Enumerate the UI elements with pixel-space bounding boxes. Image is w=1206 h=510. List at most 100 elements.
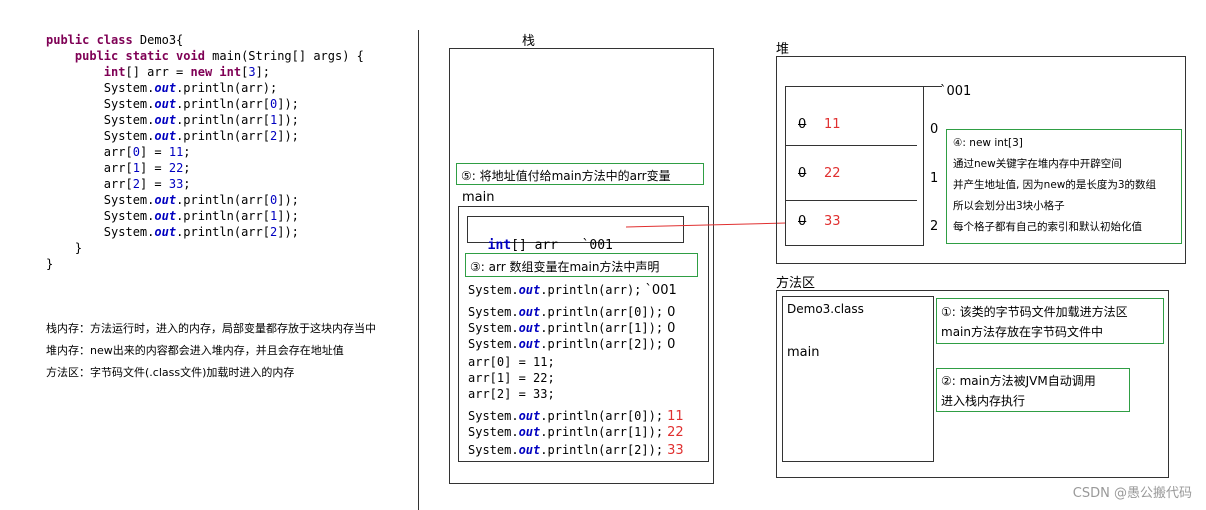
class-file-box [782,296,934,462]
code-token: .println(arr); [176,81,278,95]
note-3-text: ③: arr 数组变量在main方法中声明 [470,260,660,274]
arr-variable-box: int[] arr `001 [467,216,684,253]
stack-code-field: out [518,321,541,335]
note-3: ③: arr 数组变量在main方法中声明 [465,253,698,277]
code-token: 2 [132,177,140,191]
stack-code-text: .println(arr[2]); [540,443,664,457]
stack-code-line: System.out.println(arr[2]);0 [468,336,675,353]
note-5: ⑤: 将地址值付给main方法中的arr变量 [456,163,704,185]
note-4-line: 每个格子都有自己的索引和默认初始化值 [953,221,1142,233]
stack-code-text: System. [468,443,519,457]
code-token: 1 [269,113,278,127]
note-5-text: ⑤: 将地址值付给main方法中的arr变量 [461,169,671,183]
cell-divider [785,145,917,146]
code-token: } [46,257,54,271]
code-line: int[] arr = new int[3]; [46,64,364,80]
code-token: out [154,113,177,127]
output-annotation: 0 [667,305,676,320]
cell-index: 2 [930,219,939,234]
code-line: System.out.println(arr[1]); [46,112,364,128]
output-annotation: `001 [645,283,677,298]
stack-title: 栈 [522,34,536,49]
heap-array [785,86,924,246]
code-token: int [46,65,126,79]
cell-old-value: 0 [798,214,807,229]
method-area-title: 方法区 [776,276,816,291]
code-token: ] = [139,161,169,175]
stack-code-line: arr[0] = 11; [468,354,555,370]
code-token: 33 [168,177,184,191]
note-4-line: 所以会划分出3块小格子 [953,200,1065,212]
output-annotation: 0 [667,321,676,336]
stack-code-text: System. [468,321,519,335]
cell-index: 1 [930,171,939,186]
main-frame [458,206,709,462]
code-token: public class [46,33,140,47]
code-line: arr[0] = 11; [46,144,364,160]
code-token: ]); [277,97,299,111]
code-token: out [154,225,177,239]
heap-area [776,56,1186,264]
stack-code-text: arr[0] = 11; [468,355,555,369]
code-line: arr[1] = 22; [46,160,364,176]
stack-code-line: System.out.println(arr[0]);0 [468,304,675,321]
code-token: ]); [277,225,299,239]
stack-code-text: .println(arr[0]); [540,305,664,319]
source-code: public class Demo3{ public static void m… [46,32,364,272]
code-token: out [154,193,177,207]
code-line: public class Demo3{ [46,32,364,48]
memory-notes: 栈内存：方法运行时，进入的内存，局部变量都存放于这块内存当中 堆内存：new出来… [46,318,376,384]
code-token: ]); [277,193,299,207]
stack-code-field: out [518,337,541,351]
main-frame-label: main [462,190,495,205]
watermark: CSDN @愚公搬代码 [1072,486,1192,501]
code-token: [] arr = [125,65,191,79]
stack-code-text: System. [468,425,519,439]
stack-code-text: .println(arr[0]); [540,409,664,423]
code-token: System. [46,97,155,111]
stack-code-field: out [518,305,541,319]
stack-code-line: System.out.println(arr[0]);11 [468,408,684,425]
code-line: arr[2] = 33; [46,176,364,192]
code-token: arr[ [46,161,133,175]
code-token: public static void [46,49,213,63]
code-token: ; [183,161,191,175]
code-token: System. [46,209,155,223]
output-annotation: 33 [667,443,684,458]
stack-area [449,48,714,484]
cell-new-value: 22 [824,166,841,181]
stack-code-text: .println(arr[2]); [540,337,664,351]
heap-title: 堆 [776,42,790,57]
code-line: System.out.println(arr[2]); [46,224,364,240]
code-token: .println(arr[ [176,129,270,143]
code-token: .println(arr[ [176,209,270,223]
code-token: ]); [277,209,299,223]
note-stack-memory: 栈内存：方法运行时，进入的内存，局部变量都存放于这块内存当中 [46,322,376,335]
code-token: 0 [132,145,140,159]
heap-address: `001 [940,84,972,99]
code-token: System. [46,225,155,239]
class-main-method: main [787,345,820,360]
cell-index: 0 [930,122,939,137]
code-token: arr[ [46,177,133,191]
code-token: Demo3{ [139,33,184,47]
code-token: 2 [269,225,278,239]
stack-code-text: arr[2] = 33; [468,387,555,401]
code-line: System.out.println(arr[0]); [46,192,364,208]
cell-old-value: 0 [798,117,807,132]
code-token: ] = [139,145,169,159]
code-token: .println(arr[ [176,225,270,239]
code-token: .println(arr[ [176,193,270,207]
cell-divider [785,200,917,201]
note-4-line: 并产生地址值, 因为new的是长度为3的数组 [953,179,1157,191]
code-line: } [46,240,364,256]
stack-code-text: .println(arr[1]); [540,321,664,335]
note-4-line: ④: new int[3] [953,137,1023,149]
note-1-line: ①: 该类的字节码文件加载进方法区 [941,305,1128,319]
note-method-area: 方法区：字节码文件(.class文件)加载时进入的内存 [46,366,295,379]
stack-code-text: System. [468,305,519,319]
stack-code-field: out [518,425,541,439]
code-line: } [46,256,364,272]
note-4-line: 通过new关键字在堆内存中开辟空间 [953,158,1122,170]
code-token: .println(arr[ [176,113,270,127]
